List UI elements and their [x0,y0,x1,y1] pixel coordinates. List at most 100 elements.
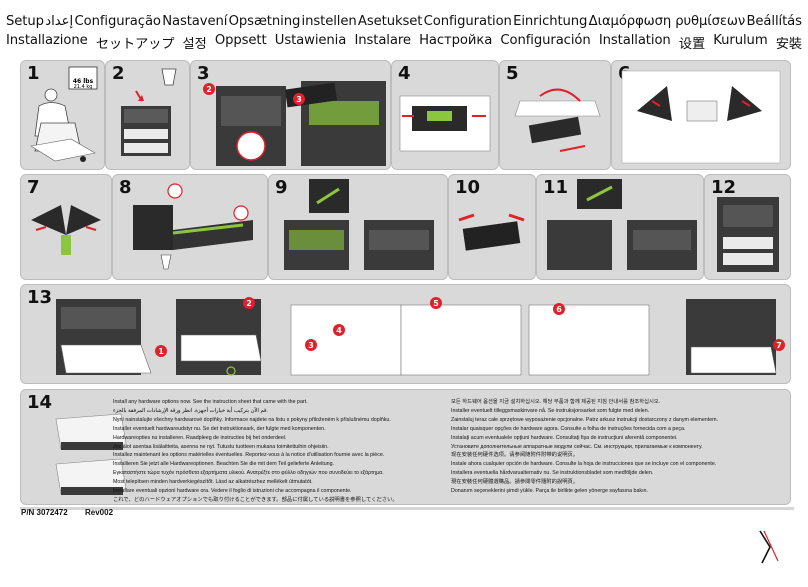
svg-text:2: 2 [206,85,212,94]
title-word: Beállítás [746,14,802,29]
step-number: 13 [27,287,53,308]
callout-badge [293,93,305,105]
step-panel-5: 5 [499,60,611,170]
instruction-line: Installer eventuelt tilleggsmaskinvare n… [451,407,650,414]
instruction-line: Jos aiot asentaa lisälaitteita, asenna n… [113,443,329,450]
instruction-line: これで、どのハードウェアオプションでも取り付けることができます。部品に付属してい… [113,496,398,503]
step-panel-14: 14 [20,389,791,505]
recycle-icon [226,366,236,376]
printer-remove-packing-illustration [121,68,177,156]
install-toner-illustration: 2 3 [203,81,386,166]
title-word: إعداد [45,14,74,29]
title-word: Instalare [354,33,411,48]
unbox-illustration: 46 lbs 21.4 kg [30,66,98,162]
instruction-line: Most telepítsen minden hardverkiegészítő… [113,479,313,486]
svg-text:5: 5 [433,299,439,308]
step-panel-1: 1 46 lbs 21.4 kg [20,60,105,170]
title-word: Nastavení [162,14,228,29]
step-number: 7 [27,177,40,198]
svg-text:6: 6 [556,305,562,314]
step-number: 14 [27,392,53,413]
step-number: 3 [197,63,210,84]
title-word: Configuration [423,14,512,29]
instruction-line: Установите дополнительные аппаратные мод… [451,443,703,450]
title-word: Oppsett [214,33,267,48]
title-word: Ustawienia [274,33,347,48]
revision: Rev002 [85,508,114,517]
insert-photoconductor-illustration [284,179,434,270]
svg-text:7: 7 [776,341,782,350]
title-word: セットアップ [95,37,175,52]
step-number: 10 [455,177,481,198]
instruction-line: Installare eventuali opzioni hardware or… [113,488,352,495]
title-word: Kurulum [713,33,768,48]
toner-insert-illustration [458,213,525,251]
instruction-line: Nyní nainstalujte všechny hardwarové dop… [113,416,391,423]
title-word: Διαμόρφωση ρυθμίσεων [588,14,746,29]
step-number: 9 [275,177,288,198]
instruction-line: 现在安装任何硬件选项。请参阅随附件附带的说明页。 [451,452,579,459]
instruction-line: 모든 하드웨어 옵션을 지금 설치하십시오. 해당 부품과 함께 제공된 지침 … [451,399,661,405]
instruction-line: Installer eventuelt hardwareudstyr nu. S… [113,425,326,432]
instruction-line: Instalar quaisquer opções de hardware ag… [451,425,686,432]
step14-text-right: 모든 하드웨어 옵션을 지금 설치하십시오. 해당 부품과 함께 제공된 지침 … [451,398,718,496]
title-word: Настройка [419,33,493,48]
title-word: 安裝 [775,37,802,52]
remove-seal-illustration [514,88,601,152]
title-word: 설정 [182,37,207,52]
packing-removal-illustration [31,205,101,255]
svg-text:21.4 kg: 21.4 kg [74,84,93,90]
step14-text-left: Install any hardware options now. See th… [113,398,398,505]
instruction-line: Εγκαταστήστε τώρα τυχόν πρόσθετα εξαρτήμ… [113,470,384,477]
shake-cartridge-illustration [621,70,781,164]
trash-bin-icon [160,254,172,270]
svg-text:3: 3 [296,95,302,104]
instruction-line: Hardwareopties nu installeren. Raadpleeg… [113,434,287,441]
svg-text:3: 3 [308,341,314,350]
callout-badge [203,83,215,95]
step-panel-8: 8 [112,174,268,280]
no-light-icon [233,205,249,221]
title-word: instellen [301,14,357,29]
step-number: 4 [398,63,411,84]
step-number: 11 [543,177,569,198]
title-word: Configuração [74,14,161,29]
instruction-line: قم الآن بتركيب أية خيارات أجهزة. انظر ور… [113,407,268,414]
footer-bar [20,507,794,510]
step-panel-6: 6 [611,60,791,170]
install-toner-into-printer-illustration [547,179,697,270]
instruction-line: 現在安裝任何硬體選購品。請參閱零件隨附的說明頁。 [451,479,579,486]
step-panel-7: 7 [20,174,112,280]
svg-text:1: 1 [158,347,164,356]
step-panel-9: 9 [268,174,448,280]
step-panel-4: 4 [391,60,499,170]
instruction-line: Installez maintenant les options matérie… [113,452,385,459]
load-paper-tray-illustration: 1 2 3 4 5 6 7 [56,297,785,376]
title-word: Setup [6,14,44,29]
step-number: 5 [506,63,519,84]
photoconductor-illustration [133,183,253,270]
step-number: 12 [711,177,737,198]
part-number: P/N 3072472 [21,508,68,517]
step-panel-11: 11 [536,174,704,280]
no-touch-icon [167,183,183,199]
instruction-line: Instale ahora cualquier opción de hardwa… [451,461,717,468]
title-word: Asetukset [357,14,423,29]
weight-label: 46 lbs [73,78,94,85]
instruction-line: Install any hardware options now. See th… [113,399,308,405]
title-word: 设置 [678,37,706,52]
instruction-line: Installieren Sie jetzt alle Hardwareopti… [113,461,335,468]
step-panel-10: 10 [448,174,536,280]
step-panel-13: 13 1 2 3 4 5 6 7 [20,284,791,384]
instruction-line: Zainstaluj teraz całe sprzętowe wyposaże… [451,416,719,423]
instruction-line: Instalaţi acum eventualele opţiuni hardw… [451,434,678,441]
optional-tray-illustration [55,413,127,495]
instruction-line: Installera eventuella hårdvarualternativ… [451,470,654,477]
instruction-line: Donanım seçeneklerini şimdi yükle. Parça… [451,488,648,495]
title-word: Installation [598,33,671,48]
title-word: Einrichtung [513,14,588,29]
step-number: 2 [112,63,125,84]
svg-text:2: 2 [246,299,252,308]
